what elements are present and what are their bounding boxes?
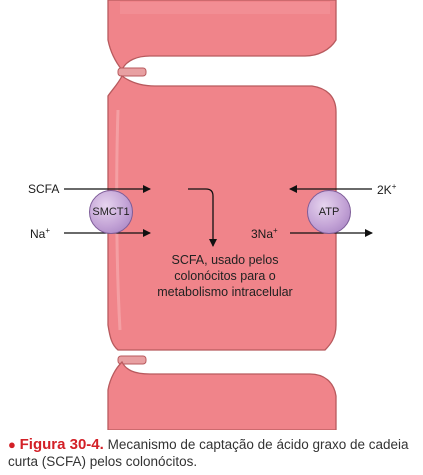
colonocyte-diagram — [64, 0, 373, 430]
metabolism-line-2: colonócitos para o — [174, 269, 276, 283]
metabolism-line-1: SCFA, usado pelos — [171, 253, 279, 267]
k-label: 2K+ — [377, 182, 397, 197]
na-in-label: Na+ — [30, 226, 51, 241]
scfa-label: SCFA — [28, 182, 60, 196]
caption-bullet-icon: ● — [8, 437, 16, 452]
scfa-to-metabolism-arrow — [188, 188, 217, 247]
colonocyte-cell — [107, 75, 337, 351]
lower-cell — [107, 360, 337, 430]
metabolism-line-3: metabolismo intracelular — [157, 285, 293, 299]
upper-cell — [107, 0, 337, 72]
na-out-label: 3Na+ — [251, 226, 278, 241]
figure-caption: ● Figura 30-4. Mecanismo de captação de … — [8, 436, 418, 470]
metabolism-text: SCFA, usado pelos colonócitos para o met… — [150, 252, 300, 300]
caption-text: Mecanismo de captação de ácido graxo de … — [8, 437, 409, 469]
smct1-label: SMCT1 — [92, 206, 130, 218]
tight-junction-top — [117, 67, 147, 77]
figure-label: Figura 30-4. — [19, 436, 104, 453]
atp-label: ATP — [318, 206, 340, 218]
tight-junction-bottom — [117, 355, 147, 365]
smct1-transporter: SMCT1 — [89, 190, 133, 234]
atp-pump: ATP — [307, 190, 351, 234]
